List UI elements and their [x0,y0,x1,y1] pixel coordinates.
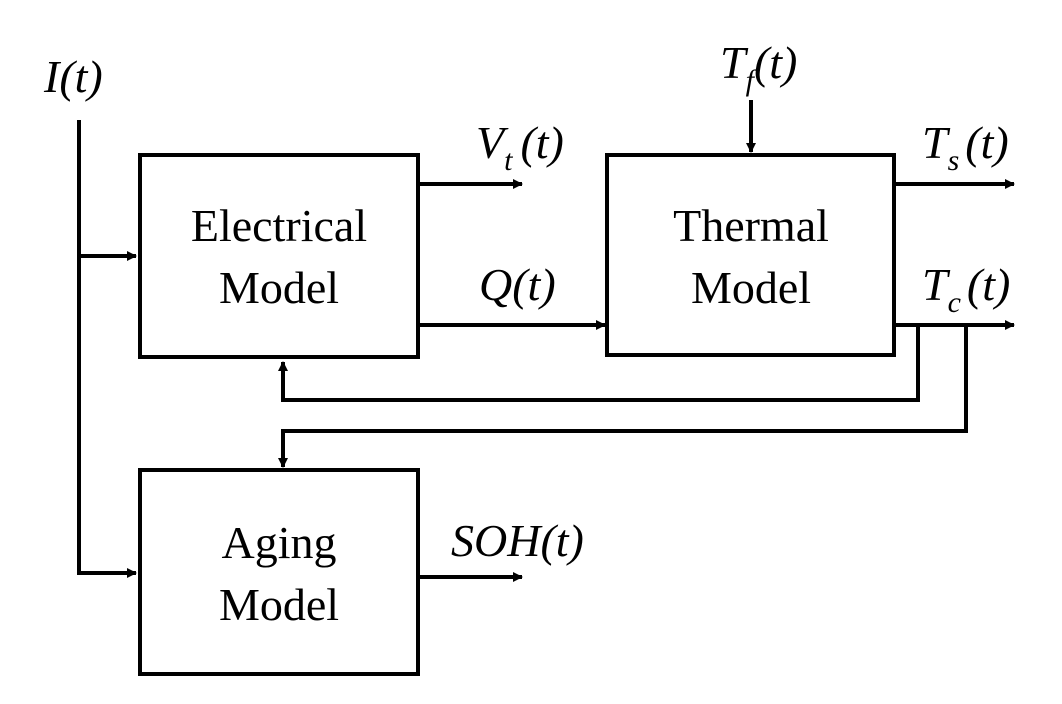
soh-label: SOH(t) [451,515,584,566]
terminal-voltage-sub: t [504,144,513,177]
terminal-voltage-label: Vt(t) [476,117,564,177]
electrical-model-label-line2: Model [219,262,339,313]
thermal-model-label-line2: Model [691,262,811,313]
surface-temp-base: T [922,117,951,168]
surface-temp-arg: (t) [965,117,1008,168]
surface-temp-label: Ts(t) [922,117,1009,177]
fluid-temp-label: Tf(t) [720,37,797,97]
core-temp-label: Tc(t) [922,259,1010,319]
core-temp-feedback-electrical [278,325,920,402]
aging-model-label-line1: Aging [222,517,337,568]
terminal-voltage-base: V [476,117,509,168]
surface-temp-sub: s [948,144,960,177]
core-temp-feedback-aging [278,325,968,468]
input-current-bus [77,120,137,578]
aging-model-block: Aging Model [138,468,420,676]
terminal-voltage-arg: (t) [520,117,563,168]
core-temp-arg: (t) [967,259,1010,310]
core-temp-sub: c [948,286,961,319]
thermal-model-block: Thermal Model [605,153,896,357]
aging-model-label-line2: Model [219,579,339,630]
input-current-label: I(t) [43,51,103,102]
core-temp-base: T [922,259,951,310]
electrical-model-block: Electrical Model [138,153,420,359]
heat-label: Q(t) [479,259,556,310]
electrical-model-label-line1: Electrical [191,200,367,251]
fluid-temp-arg: (t) [754,37,797,88]
fluid-temp-base: T [720,37,749,88]
thermal-model-label-line1: Thermal [673,200,829,251]
